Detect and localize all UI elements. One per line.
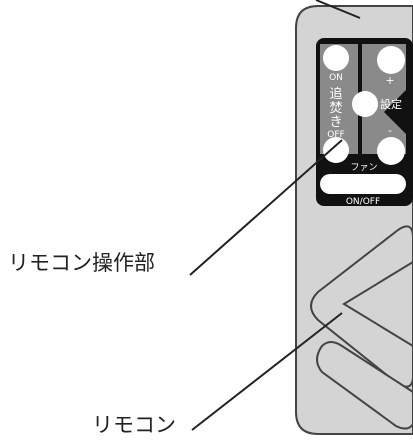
reheat-off-button[interactable] xyxy=(323,137,349,163)
reheat-label-3: き xyxy=(329,115,342,130)
minus-label: - xyxy=(388,124,392,137)
grip-upper xyxy=(310,225,413,388)
minus-button[interactable] xyxy=(377,137,405,165)
remote-grip xyxy=(310,225,413,430)
reheat-on-button[interactable] xyxy=(323,45,349,71)
grip-lower xyxy=(316,341,413,430)
reheat-label-1: 追 xyxy=(329,86,342,102)
top-leader-line xyxy=(315,0,361,19)
panel-leader-line xyxy=(189,139,343,276)
off-label: OFF xyxy=(327,130,344,140)
remote-panel: ON 追 焚 き OFF + 設定 - ファン ON/OFF xyxy=(316,38,413,207)
setting-button[interactable] xyxy=(352,91,378,117)
remote-leader-line xyxy=(191,312,343,431)
plus-label: + xyxy=(385,74,394,87)
setting-label: 設定 xyxy=(380,97,402,111)
remote-panel-callout: リモコン操作部 xyxy=(8,251,155,275)
remote-callout: リモコン xyxy=(92,413,176,437)
power-button[interactable] xyxy=(320,174,406,194)
reheat-label-2: 焚 xyxy=(329,101,342,116)
on-label: ON xyxy=(329,73,343,83)
power-label: ON/OFF xyxy=(346,197,380,207)
plus-button[interactable] xyxy=(377,46,405,74)
fan-label: ファン xyxy=(350,163,377,173)
panel-grey-left xyxy=(320,44,358,154)
